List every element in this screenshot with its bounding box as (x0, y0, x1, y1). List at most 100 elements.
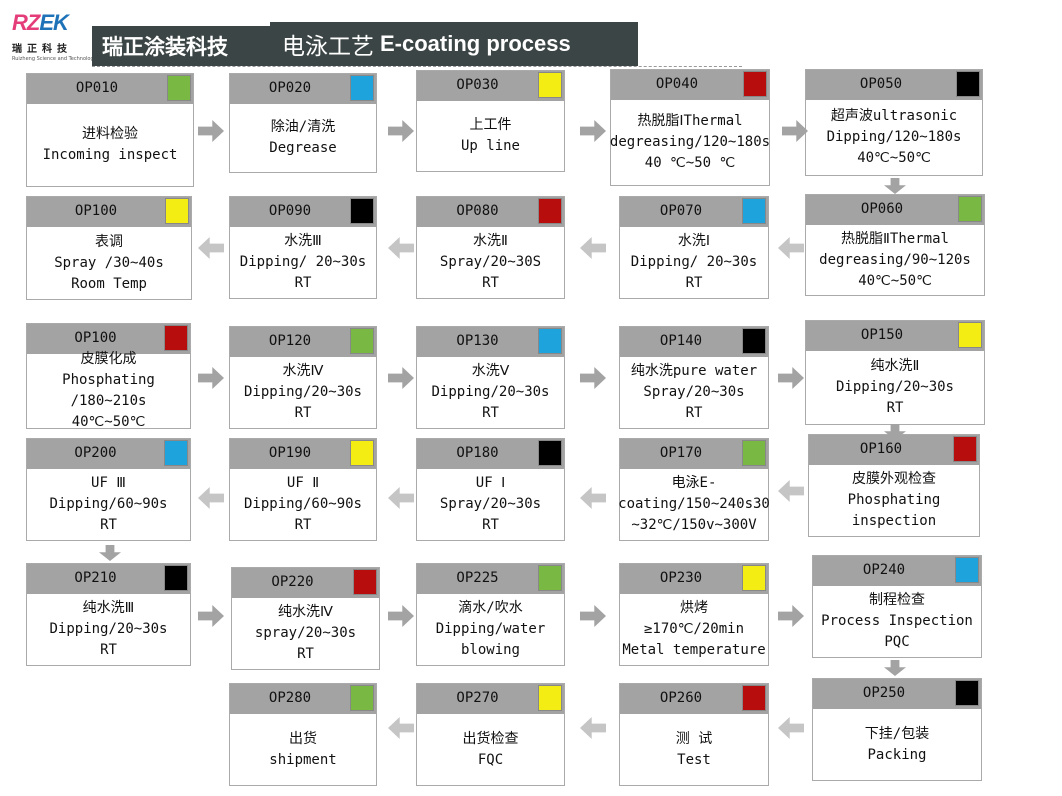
step-code: OP225 (456, 570, 499, 586)
arrow-down-icon (884, 660, 906, 676)
step-header: OP120 (230, 327, 376, 357)
step-code: OP010 (75, 80, 119, 96)
step-color-marker (956, 71, 980, 97)
step-line: Dipping/120~180s (826, 129, 962, 145)
step-line: shipment (269, 751, 337, 768)
step-line: RT (886, 400, 904, 416)
step-line: RT (297, 646, 314, 662)
step-line: 滴水/吹水 (458, 600, 523, 616)
step-color-marker (350, 198, 374, 224)
step-line: 40℃~50℃ (857, 150, 931, 166)
step-code: OP220 (271, 574, 314, 590)
step-code: OP080 (456, 203, 499, 219)
step-header: OP250 (813, 679, 981, 709)
step-code: OP130 (456, 333, 499, 349)
step-code: OP160 (859, 441, 903, 457)
step-line: RT (100, 517, 117, 533)
step-color-marker (743, 71, 767, 97)
step-color-marker (538, 685, 562, 711)
arrow-right-icon (778, 367, 804, 389)
step-line: 纯水洗Ⅱ (870, 358, 920, 374)
arrow-right-icon (198, 605, 224, 627)
step-line: RT (482, 275, 499, 291)
step-header: OP160 (809, 435, 979, 465)
arrow-down-icon (99, 545, 121, 561)
step-description: 出货 shipment (230, 714, 376, 785)
step-color-marker (742, 440, 766, 466)
step-code: OP050 (859, 76, 903, 92)
step-line: PQC (884, 634, 910, 650)
step-color-marker (538, 72, 562, 98)
title-chinese: 电泳工艺 (282, 34, 374, 60)
step-header: OP180 (417, 439, 564, 469)
step-code: OP190 (268, 445, 312, 461)
step-color-marker (164, 565, 188, 591)
step-line: Up line (460, 138, 520, 154)
arrow-right-icon (778, 605, 804, 627)
arrow-right-icon (580, 120, 606, 142)
step-code: OP210 (74, 570, 117, 586)
arrow-right-icon (388, 120, 414, 142)
step-line: Packing (867, 746, 927, 763)
step-color-marker (538, 440, 562, 466)
step-code: OP020 (268, 80, 312, 96)
step-line: 制程检查 (869, 592, 925, 608)
step-header: OP210 (27, 564, 190, 594)
step-line: UF Ⅲ (91, 475, 126, 491)
step-color-marker (167, 75, 191, 101)
arrow-right-icon (580, 367, 606, 389)
step-header: OP150 (806, 321, 984, 351)
step-line: 水洗Ⅲ (284, 233, 322, 249)
arrow-left-icon (388, 487, 414, 509)
step-line: Spray/20~30S (439, 254, 542, 270)
step-line: RT (294, 275, 312, 291)
title-divider (92, 66, 742, 67)
step-line: RT (482, 405, 499, 421)
step-line: Spray/20~30s (439, 496, 542, 512)
arrow-right-icon (198, 367, 224, 389)
step-line: UF Ⅱ (286, 475, 320, 491)
step-line: 出货 (289, 730, 317, 747)
step-header: OP050 (806, 70, 982, 100)
company-banner: 瑞正涂装科技 (92, 26, 272, 66)
step-line: 水洗Ⅱ (473, 233, 508, 249)
step-description: 水洗Ⅱ Spray/20~30S RT (417, 227, 564, 298)
step-color-marker (742, 198, 766, 224)
step-code: OP180 (456, 445, 499, 461)
step-line: 纯水洗Ⅳ (278, 604, 333, 620)
step-code: OP090 (268, 203, 312, 219)
step-line: 测 试 (675, 730, 713, 747)
step-header: OP170 (620, 439, 768, 469)
step-line: 电泳E- (671, 475, 717, 491)
step-line: Dipping/water (435, 621, 546, 637)
step-code: OP100 (74, 203, 118, 219)
step-color-marker (350, 328, 374, 354)
step-line: 纯水洗pure water (630, 363, 758, 379)
step-line: 出货检查 (462, 730, 519, 747)
arrow-left-icon (198, 487, 224, 509)
step-header: OP100 (27, 197, 191, 227)
step-code: OP060 (860, 201, 904, 217)
step-color-marker (538, 565, 562, 591)
step-color-marker (350, 685, 374, 711)
step-line: ≥170℃/20min (643, 621, 744, 637)
